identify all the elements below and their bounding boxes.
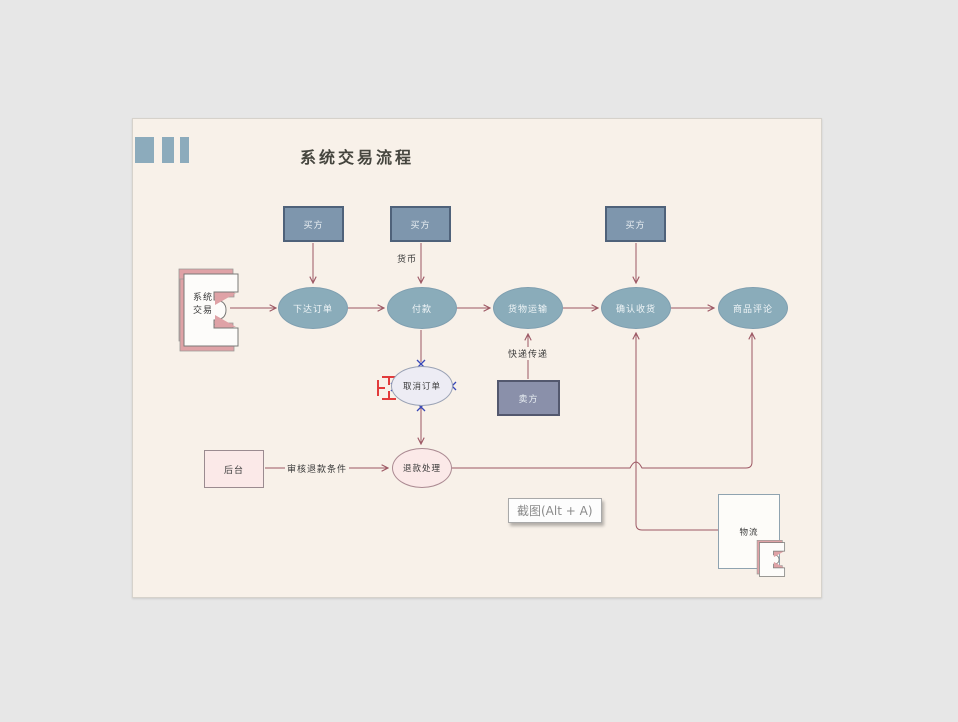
node-seller-label: 卖方 (518, 394, 539, 405)
diagram-canvas[interactable] (132, 118, 822, 598)
small-entry-accent-top (773, 551, 784, 558)
edge-label-refund-condition: 审核退款条件 (285, 462, 350, 475)
node-refund-process-label: 退款处理 (402, 464, 441, 474)
deco-bar-2 (162, 137, 174, 163)
node-goods-transport[interactable]: 货物运输 (493, 287, 563, 329)
node-payment-label: 付款 (411, 304, 432, 315)
node-buyer-3-label: 买方 (625, 220, 646, 231)
node-logistics-label: 物流 (739, 527, 759, 538)
entry-notch-accent-top (215, 293, 236, 305)
node-confirm-receipt-label: 确认收货 (615, 304, 656, 315)
screenshot-tooltip: 截图(Alt + A) (508, 498, 602, 523)
small-entry-accent-bottom (773, 561, 784, 568)
small-entry-front-face (759, 542, 786, 577)
glue-target-icon (377, 376, 396, 400)
node-seller[interactable]: 卖方 (497, 380, 560, 416)
diagram-title: 系统交易流程 (300, 148, 415, 167)
deco-bar-3 (180, 137, 189, 163)
node-confirm-receipt[interactable]: 确认收货 (601, 287, 671, 329)
node-buyer-1[interactable]: 买方 (283, 206, 344, 242)
node-product-review-label: 商品评论 (732, 304, 773, 315)
node-backend[interactable]: 后台 (204, 450, 264, 488)
entry-front-face (183, 273, 239, 347)
node-payment[interactable]: 付款 (387, 287, 457, 329)
edge-label-express-delivery: 快递传递 (506, 347, 551, 360)
node-buyer-2-label: 买方 (410, 220, 431, 231)
deco-bar-1 (135, 137, 154, 163)
node-cancel-order-label: 取消订单 (402, 382, 441, 392)
node-buyer-1-label: 买方 (303, 220, 324, 231)
node-place-order-label: 下达订单 (292, 304, 333, 315)
connector-logistics-confirm[interactable] (636, 333, 718, 531)
node-cancel-order[interactable]: 取消订单 (391, 366, 453, 406)
node-refund-process[interactable]: 退款处理 (392, 448, 452, 488)
node-buyer-3[interactable]: 买方 (605, 206, 666, 242)
connector-refund-review[interactable] (452, 333, 752, 469)
node-goods-transport-label: 货物运输 (507, 304, 548, 315)
edge-label-currency: 货币 (397, 255, 418, 265)
node-logistics[interactable]: 物流 (718, 494, 780, 569)
system-entry-label: 系统 交易 (192, 293, 213, 316)
system-entry-shape[interactable] (176, 264, 248, 356)
node-buyer-2[interactable]: 买方 (390, 206, 451, 242)
entry-notch-accent-bottom (215, 315, 236, 327)
node-backend-label: 后台 (223, 465, 244, 476)
node-product-review[interactable]: 商品评论 (718, 287, 788, 329)
logistics-entry-shape[interactable] (755, 538, 790, 581)
node-place-order[interactable]: 下达订单 (278, 287, 348, 329)
